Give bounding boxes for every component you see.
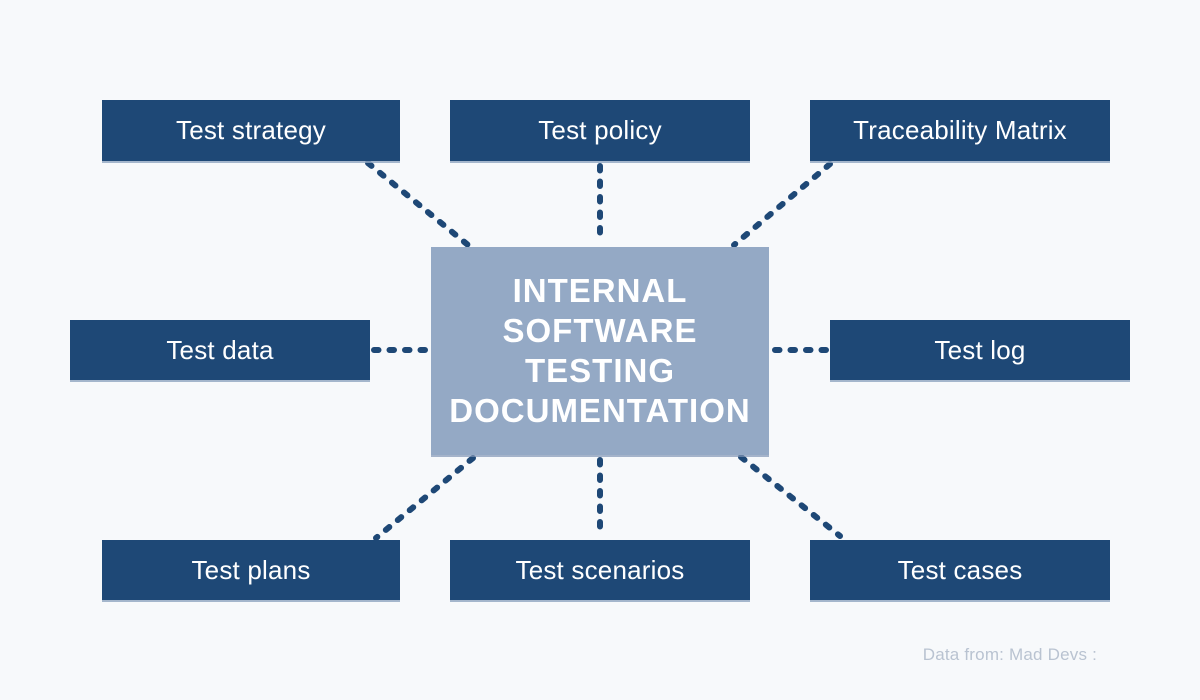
node-traceability-matrix-label: Traceability Matrix — [853, 115, 1067, 145]
center-node: INTERNAL SOFTWARE TESTING DOCUMENTATION — [431, 247, 769, 455]
node-test-scenarios: Test scenarios — [450, 540, 750, 600]
node-test-policy-label: Test policy — [538, 115, 662, 145]
center-title-line: INTERNAL — [512, 272, 688, 309]
node-traceability-matrix: Traceability Matrix — [810, 100, 1110, 161]
node-test-plans: Test plans — [102, 540, 400, 600]
center-title: INTERNAL SOFTWARE TESTING DOCUMENTATION — [449, 271, 750, 431]
node-test-data-label: Test data — [166, 334, 274, 365]
center-title-line: DOCUMENTATION — [449, 392, 751, 429]
connector-line — [731, 161, 833, 248]
node-test-scenarios-label: Test scenarios — [515, 554, 685, 585]
node-test-cases: Test cases — [810, 540, 1110, 600]
credit-text: Data from: Mad Devs : — [922, 645, 1097, 664]
node-test-strategy-label: Test strategy — [176, 115, 326, 145]
connector-line — [738, 454, 843, 539]
connector-line — [373, 455, 476, 541]
node-test-data: Test data — [70, 320, 370, 380]
node-test-cases-label: Test cases — [897, 554, 1023, 585]
node-test-plans-label: Test plans — [191, 554, 311, 585]
node-test-log: Test log — [830, 320, 1130, 380]
center-title-line: SOFTWARE — [502, 312, 698, 349]
center-title-line: TESTING — [524, 352, 675, 389]
node-test-log-label: Test log — [934, 334, 1026, 365]
connector-line — [365, 160, 471, 248]
node-test-policy: Test policy — [450, 100, 750, 161]
node-test-strategy: Test strategy — [102, 100, 400, 161]
